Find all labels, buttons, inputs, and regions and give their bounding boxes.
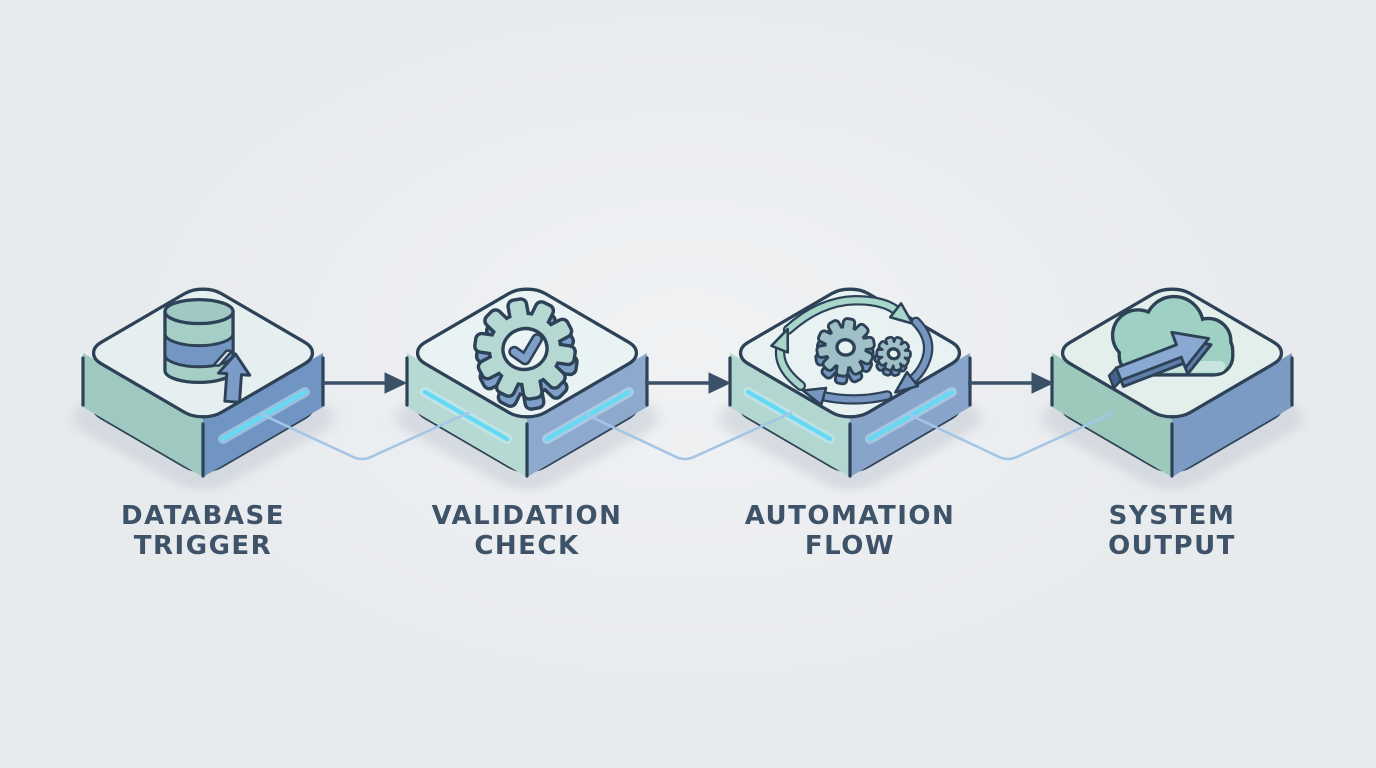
step-label-line: SYSTEM <box>1108 501 1236 531</box>
step-label-line: CHECK <box>474 531 580 561</box>
glow-line-right <box>218 387 310 444</box>
upload-arrow <box>1107 330 1213 390</box>
block-shadow <box>719 346 981 490</box>
glow-line-left <box>743 387 835 444</box>
step-label-line: TRIGGER <box>133 531 273 561</box>
step-block-system-output <box>1012 265 1332 535</box>
connector-line <box>583 411 793 461</box>
step-label-system-output: SYSTEM OUTPUT <box>1012 501 1332 561</box>
block-shadow <box>72 346 334 490</box>
step-label-line: AUTOMATION <box>744 501 956 531</box>
cycle-arrow-bottom <box>799 380 893 407</box>
glow-line-right <box>542 387 634 444</box>
flow-arrow <box>968 372 1055 394</box>
glow-line-left <box>420 387 512 444</box>
cloud-upload-icon <box>1107 294 1235 390</box>
flow-arrows <box>321 372 1055 394</box>
iso-cube <box>1050 283 1294 478</box>
gears-cycle-icon <box>770 294 934 407</box>
step-block-database-trigger <box>43 265 363 535</box>
step-label-validation-check: VALIDATION CHECK <box>367 501 687 561</box>
step-block-automation-flow <box>690 265 1010 535</box>
step-label-line: FLOW <box>804 531 896 561</box>
iso-cube <box>728 283 972 478</box>
cycle-arrow-left <box>770 324 806 392</box>
large-gear <box>814 316 877 385</box>
cycle-arrow-right <box>888 316 934 401</box>
iso-cube <box>81 283 325 478</box>
connector-line <box>906 411 1115 461</box>
data-link-lines <box>259 411 1115 461</box>
block-shadow <box>396 346 658 490</box>
arrowhead <box>384 372 408 394</box>
step-label-line: VALIDATION <box>431 501 623 531</box>
gear-check-icon <box>469 293 583 415</box>
glow-line-right <box>865 387 957 444</box>
step-label-automation-flow: AUTOMATION FLOW <box>690 501 1010 561</box>
small-gear <box>872 334 914 379</box>
arrowhead <box>708 372 732 394</box>
step-label-line: OUTPUT <box>1108 531 1236 561</box>
iso-cube <box>405 283 649 478</box>
step-block-validation-check <box>367 265 687 535</box>
block-shadow <box>1041 346 1303 490</box>
cloud-shape <box>1110 294 1235 377</box>
flow-arrow <box>645 372 732 394</box>
cycle-arrow-top <box>782 294 920 335</box>
step-label-database-trigger: DATABASE TRIGGER <box>43 501 363 561</box>
flow-arrow <box>321 372 408 394</box>
step-label-line: DATABASE <box>121 501 285 531</box>
database-upload-icon <box>163 297 252 404</box>
arrowhead <box>1031 372 1055 394</box>
connector-line <box>259 411 470 461</box>
